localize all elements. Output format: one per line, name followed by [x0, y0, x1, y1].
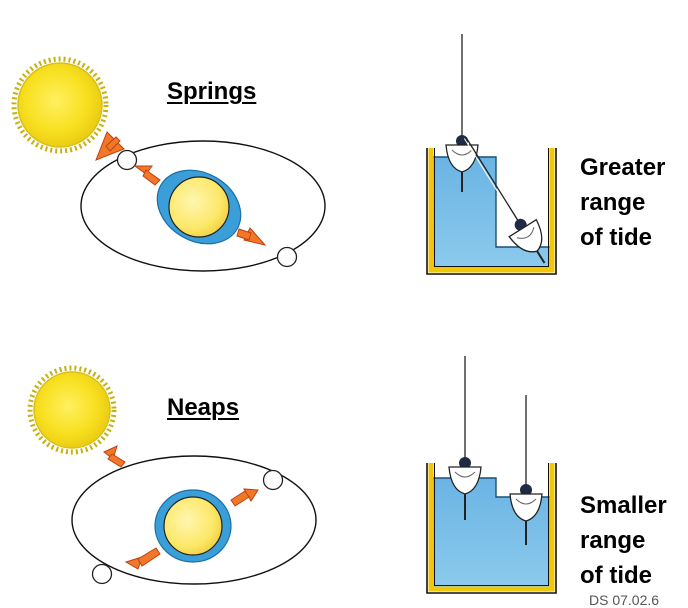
neaps-boat-left-icon	[448, 356, 482, 520]
springs-boat-high-icon	[445, 34, 479, 192]
springs-sun-pull-arrow	[95, 131, 125, 161]
neaps-boat-right-icon	[509, 395, 543, 545]
neaps-tide-caption: Smaller range of tide	[580, 488, 667, 593]
springs-orbit-diagram	[11, 56, 326, 272]
springs-sun-icon	[11, 56, 109, 154]
neaps-tide-line-2: range	[580, 527, 646, 554]
neaps-moon-upper	[262, 469, 284, 491]
slide-id: DS 07.02.6	[589, 592, 660, 608]
neaps-sun-icon	[27, 365, 117, 455]
neaps-earth-icon	[154, 489, 232, 563]
neaps-moon-pull-arrow-lower	[124, 547, 161, 570]
springs-heading: Springs	[167, 78, 257, 105]
springs-tide-line-3: of tide	[580, 224, 652, 251]
neaps-tide-tank	[426, 356, 557, 594]
neaps-heading: Neaps	[167, 394, 240, 421]
neaps-sun-pull-arrow	[103, 445, 126, 468]
springs-moon-pull-arrow-left	[133, 165, 161, 186]
springs-tide-tank	[426, 34, 557, 275]
springs-tide-caption: Greater range of tide	[580, 150, 665, 255]
springs-moon-new	[116, 149, 138, 171]
neaps-tide-line-3: of tide	[580, 562, 652, 589]
springs-boat-aground-icon	[463, 137, 546, 264]
springs-tide-line-2: range	[580, 189, 646, 216]
springs-moon-full	[276, 246, 298, 268]
neaps-orbit-diagram	[27, 365, 317, 585]
neaps-moon-lower	[91, 563, 113, 585]
springs-earth-icon	[156, 169, 242, 245]
springs-moon-orbit	[80, 140, 326, 272]
springs-tide-line-1: Greater	[580, 154, 666, 181]
neaps-moon-orbit	[71, 455, 317, 585]
neaps-moon-pull-arrow-upper	[230, 488, 259, 507]
neaps-tide-line-1: Smaller	[580, 492, 667, 519]
springs-moon-pull-arrow-right	[236, 227, 267, 246]
